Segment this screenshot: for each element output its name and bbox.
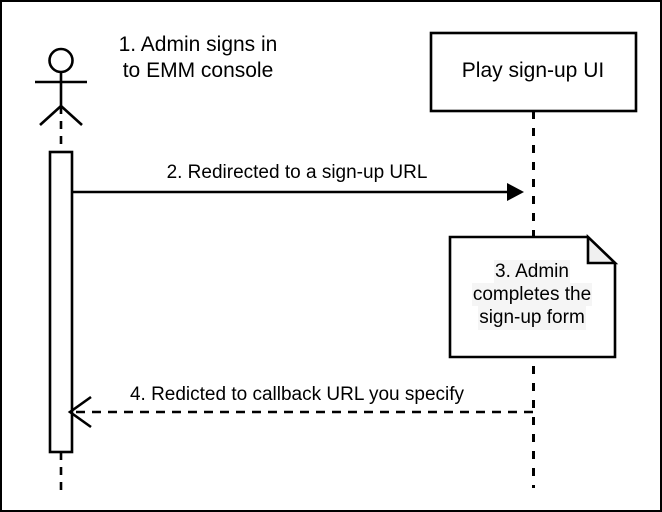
message-2-arrow xyxy=(72,183,524,201)
stick-figure-actor-icon xyxy=(35,47,87,126)
actor-activation-bar xyxy=(48,150,74,454)
note-line-2: completes the xyxy=(471,283,593,307)
note-line-3: sign-up form xyxy=(478,306,586,330)
note-line-1: 3. Admin xyxy=(494,260,570,284)
actor-caption-line-1: 1. Admin signs in xyxy=(118,33,278,56)
message-2-label: 2. Redirected to a sign-up URL xyxy=(166,162,428,183)
participant-label: Play sign-up UI xyxy=(461,59,605,82)
message-4-arrow xyxy=(67,395,533,429)
message-4-label: 4. Redicted to callback URL you specify xyxy=(129,384,465,405)
actor-caption-line-2: to EMM console xyxy=(122,58,274,82)
